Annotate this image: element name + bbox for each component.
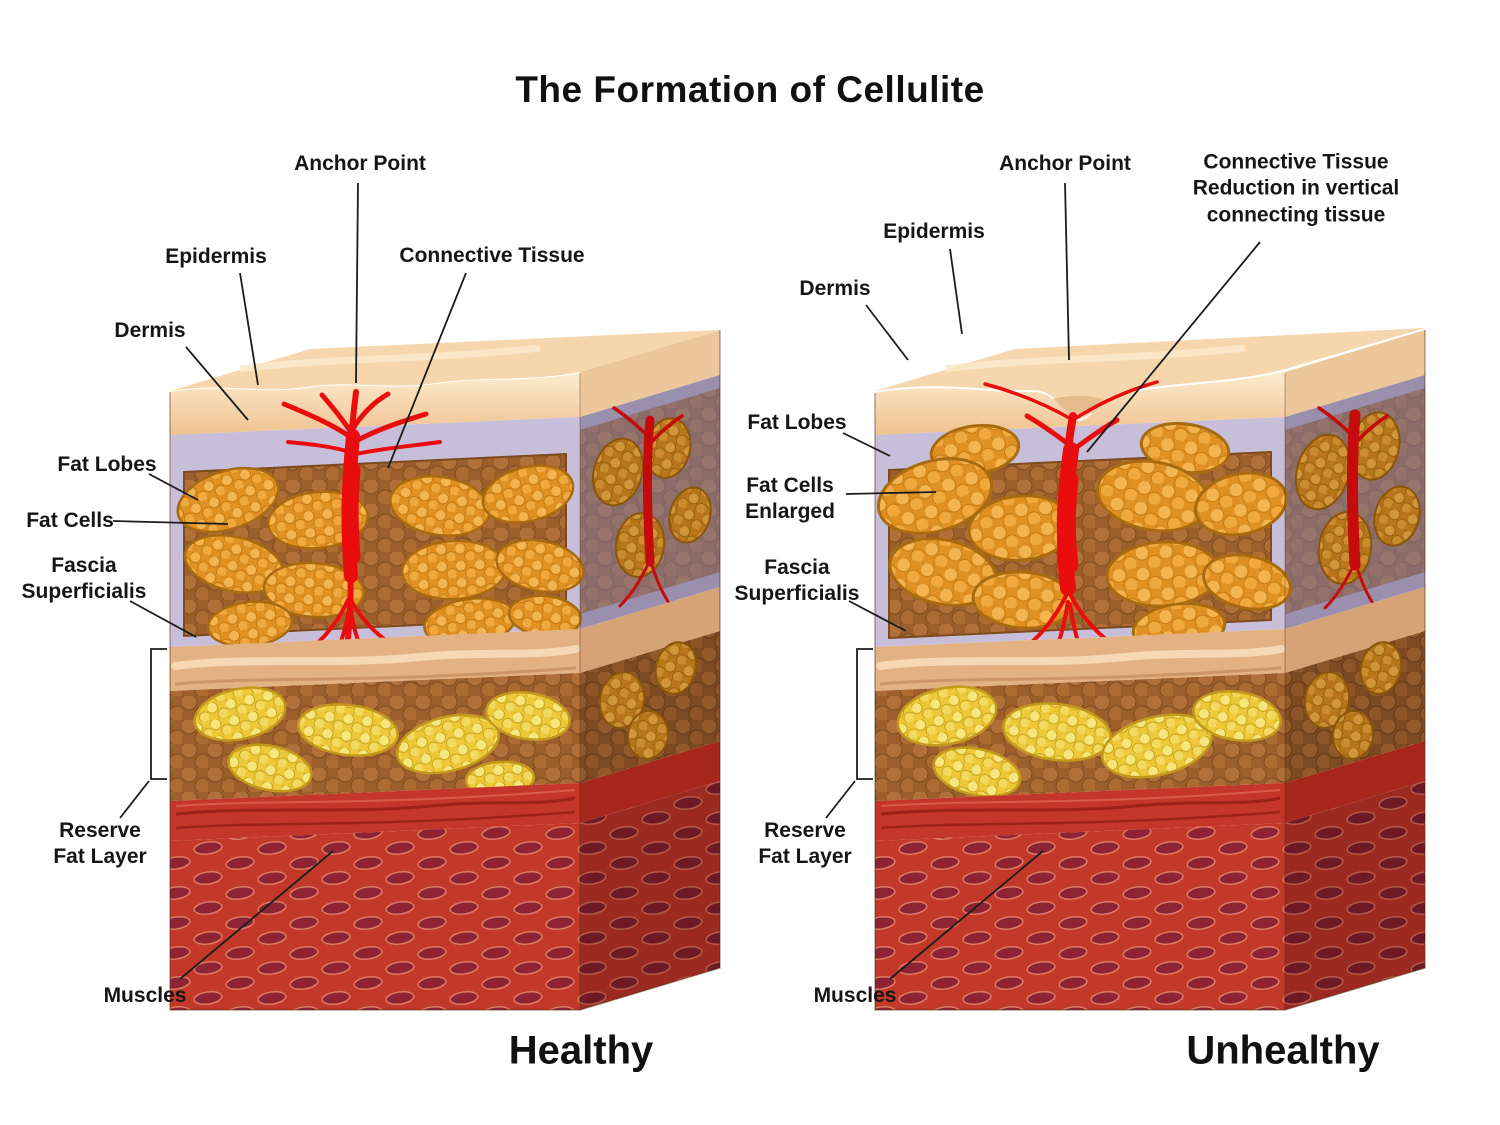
side-muscle-layer [1285, 781, 1425, 1010]
label-reserve-fat-healthy: Reserve Fat Layer [53, 818, 147, 868]
side-muscle-layer [580, 781, 720, 1010]
side-muscle-band [580, 741, 720, 823]
label-fat-lobes-healthy: Fat Lobes [57, 452, 157, 476]
reserve-fat-lobes [896, 685, 1282, 798]
label-anchor-point-unhealthy: Anchor Point [999, 151, 1131, 175]
muscle-band-highlight [175, 789, 576, 807]
muscle-band-striation [880, 796, 1281, 816]
label-dermis-unhealthy: Dermis [799, 276, 871, 300]
label-fat-cells-enlarged-unhealthy: Fat Cells Enlarged [745, 473, 835, 523]
leader-fascia [848, 600, 907, 632]
side-epidermis-layer [580, 330, 720, 417]
label-fat-cells-healthy: Fat Cells [26, 508, 114, 532]
caption-healthy: Healthy [508, 1028, 654, 1073]
muscle-layer [875, 823, 1285, 1010]
leader-fascia [129, 600, 197, 638]
leader-anchor-point [355, 182, 359, 384]
label-fascia-unhealthy: Fascia Superficialis [734, 555, 860, 605]
fascia-shadow [174, 666, 577, 686]
side-reserve-lobe [626, 710, 670, 760]
fascia-highlight [876, 645, 1285, 670]
leader-muscles [179, 850, 334, 980]
label-anchor-point-healthy: Anchor Point [294, 151, 426, 175]
top-skin-surface [170, 330, 720, 391]
connective-tissue-pinched [983, 380, 1159, 666]
muscle-band-striation [175, 810, 576, 830]
connective-tissue [281, 389, 442, 666]
top-skin-highlight [944, 344, 1246, 373]
reserve-bracket [150, 648, 167, 780]
leader-reserve [119, 780, 150, 819]
fascia-highlight [171, 645, 580, 670]
label-fascia-healthy: Fascia Superficialis [21, 553, 147, 603]
muscle-band-highlight [880, 789, 1281, 807]
leader-fat-lobes [148, 473, 199, 501]
side-epidermis-layer [1285, 330, 1425, 417]
muscle-band-striation [175, 796, 576, 816]
side-fat-lobe [668, 486, 712, 544]
block-outline [874, 330, 1426, 1011]
healthy-block [169, 330, 721, 1011]
leader-dermis [865, 304, 909, 361]
leader-tissue-reduction [1086, 241, 1261, 453]
leader-epidermis [949, 248, 963, 335]
leader-reserve [825, 780, 856, 819]
label-muscles-healthy: Muscles [103, 983, 187, 1007]
fat-lobes-enlarged [876, 421, 1292, 654]
fascia-shadow [879, 666, 1282, 686]
muscle-layer [170, 823, 580, 1010]
page-title: The Formation of Cellulite [515, 69, 985, 110]
label-epidermis-unhealthy: Epidermis [883, 219, 985, 243]
side-fat-lobe [592, 437, 644, 507]
side-reserve-lobe [1359, 641, 1403, 695]
leader-epidermis [239, 272, 259, 386]
top-skin-surface [875, 328, 1425, 420]
label-connective-tissue-healthy: Connective Tissue [399, 243, 585, 267]
label-reserve-fat-unhealthy: Reserve Fat Layer [758, 818, 852, 868]
unhealthy-block [874, 328, 1426, 1011]
side-reserve-lobe [1303, 671, 1351, 729]
leader-lines [112, 182, 1261, 980]
side-reserve-lobe [598, 671, 646, 729]
reserve-bracket [856, 648, 873, 780]
block-outline [169, 330, 721, 1011]
fat-lobes [176, 464, 585, 648]
label-epidermis-healthy: Epidermis [165, 244, 267, 268]
label-tissue-reduction-unhealthy: Connective Tissue Reduction in vertical … [1192, 150, 1400, 227]
leader-fat-cells-enlarged [845, 491, 937, 495]
leader-dermis [185, 346, 249, 421]
side-fat-lobe [1373, 485, 1421, 547]
label-muscles-unhealthy: Muscles [813, 983, 897, 1007]
side-fascia-layer [580, 587, 720, 673]
top-skin-highlight [239, 344, 541, 373]
label-dermis-healthy: Dermis [114, 318, 186, 342]
reserve-fat-lobes [193, 686, 571, 798]
leader-anchor-point [1064, 182, 1070, 361]
side-fascia-layer [1285, 587, 1425, 673]
leader-connective-tissue [387, 272, 467, 469]
side-reserve-lobe [1331, 710, 1375, 760]
caption-unhealthy: Unhealthy [1186, 1028, 1380, 1073]
leader-muscles [889, 850, 1044, 980]
side-muscle-band [1285, 741, 1425, 823]
epidermis-layer [875, 371, 1285, 435]
leader-fat-cells [112, 520, 229, 525]
muscle-band-striation [880, 810, 1281, 830]
side-reserve-lobe [654, 641, 698, 695]
label-fat-lobes-unhealthy: Fat Lobes [747, 410, 847, 434]
leader-fat-lobes [842, 432, 891, 457]
